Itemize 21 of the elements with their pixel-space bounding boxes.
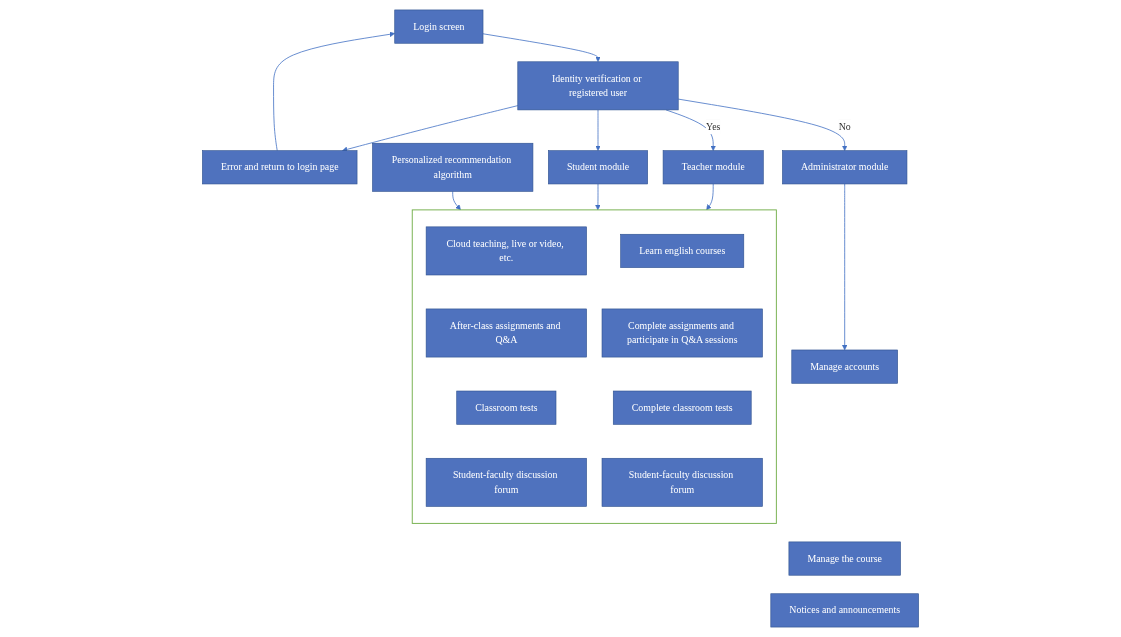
node-box: Student module [548, 150, 648, 185]
node-box: Notices and announcements [770, 593, 919, 628]
node-box: Learn english courses [620, 233, 745, 268]
node-box: Login screen [394, 9, 484, 44]
node-box: Teacher module [662, 150, 764, 185]
node-box: Complete assignments and participate in Q&A sessions [601, 308, 763, 358]
node-box: Manage the course [788, 541, 901, 576]
node-box: Error and return to login page [202, 150, 358, 185]
node-box: Manage accounts [791, 349, 898, 384]
node-box: Administrator module [782, 150, 908, 185]
node-box: After-class assignments and Q&A [425, 308, 587, 358]
node-box: Student-faculty discussion forum [425, 457, 587, 507]
node-box: Complete classroom tests [612, 390, 752, 425]
node-box: Classroom tests [456, 390, 557, 425]
node-box: Personalized recommendation algorithm [372, 142, 534, 192]
node-box: Student-faculty discussion forum [601, 457, 763, 507]
node-box: Identity verification or registered user [517, 61, 679, 111]
node-box: Cloud teaching, live or video, etc. [425, 226, 587, 276]
cluster [411, 209, 777, 524]
edge-label: No [838, 121, 851, 132]
edge-label: Yes [706, 121, 721, 132]
